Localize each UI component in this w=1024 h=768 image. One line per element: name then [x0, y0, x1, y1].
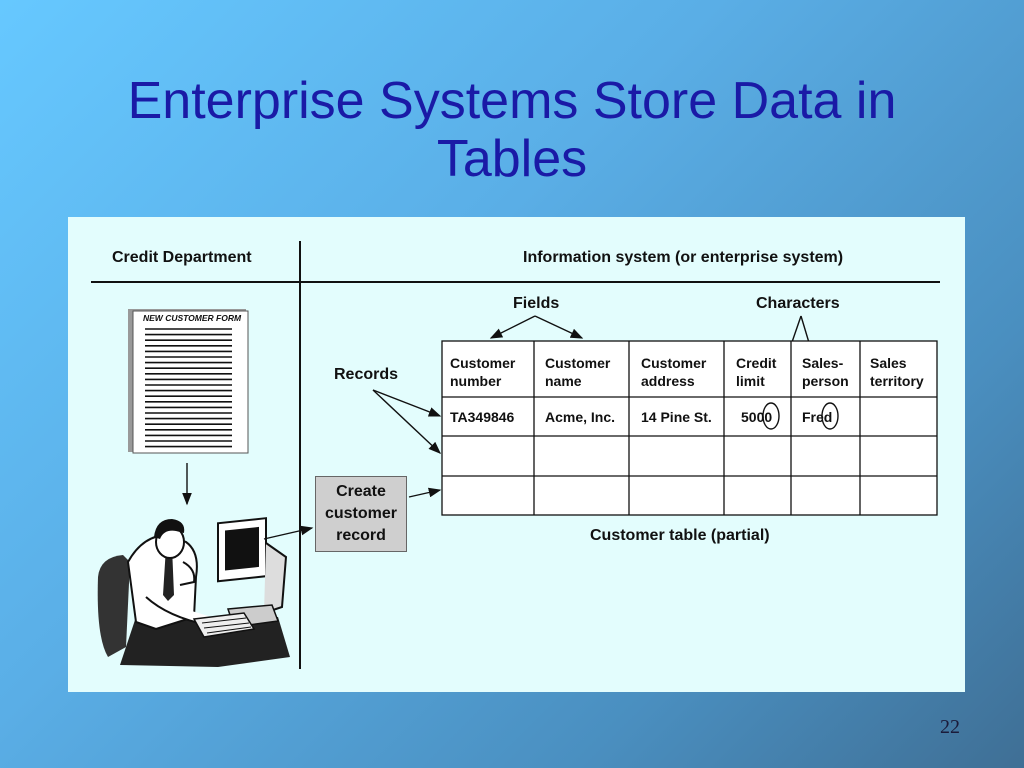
clerk-to-box-arrow: [263, 525, 314, 540]
table-header-cell: Customer number: [450, 355, 516, 389]
credit-department-header: Credit Department: [112, 249, 252, 266]
table-header-cell: Customer name: [545, 355, 611, 389]
table-cell: 14 Pine St.: [641, 409, 712, 425]
records-arrow-2: [372, 389, 442, 454]
fields-label: Fields: [513, 295, 560, 312]
customer-table: [441, 340, 938, 516]
clerk-at-computer-illustration: [97, 517, 290, 667]
information-system-header: Information system (or enterprise system…: [523, 249, 844, 266]
diagram-panel: Credit Department Information system (or…: [68, 217, 965, 692]
character-circle-credit: [762, 402, 780, 430]
records-label: Records: [334, 366, 399, 383]
diagram-graphics: [91, 241, 940, 669]
table-header-cell: Sales- person: [802, 355, 849, 389]
box-to-table-arrow: [408, 487, 442, 498]
fields-arrow-right: [534, 315, 584, 339]
fields-arrow-left: [489, 315, 536, 339]
table-caption: Customer table (partial): [590, 527, 770, 544]
character-circle-salesperson: [821, 402, 839, 430]
form-lines: [145, 328, 232, 448]
customer-form-icon: [128, 309, 249, 454]
table-cell: Fred: [802, 409, 833, 425]
table-cell: 5000: [741, 409, 773, 425]
records-arrow-1: [372, 389, 442, 417]
table-cell: TA349846: [450, 409, 515, 425]
form-title: NEW CUSTOMER FORM: [143, 313, 242, 323]
table-header-cell: Sales territory: [870, 355, 924, 389]
characters-label: Characters: [756, 295, 840, 312]
table-header-cell: Customer address: [641, 355, 707, 389]
table-header-cell: Credit limit: [736, 355, 777, 389]
create-customer-record-box: Create customer record: [315, 476, 407, 552]
table-cell: Acme, Inc.: [545, 409, 616, 425]
page-number: 22: [940, 716, 960, 738]
slide-title: Enterprise Systems Store Data in Tables: [127, 72, 897, 188]
